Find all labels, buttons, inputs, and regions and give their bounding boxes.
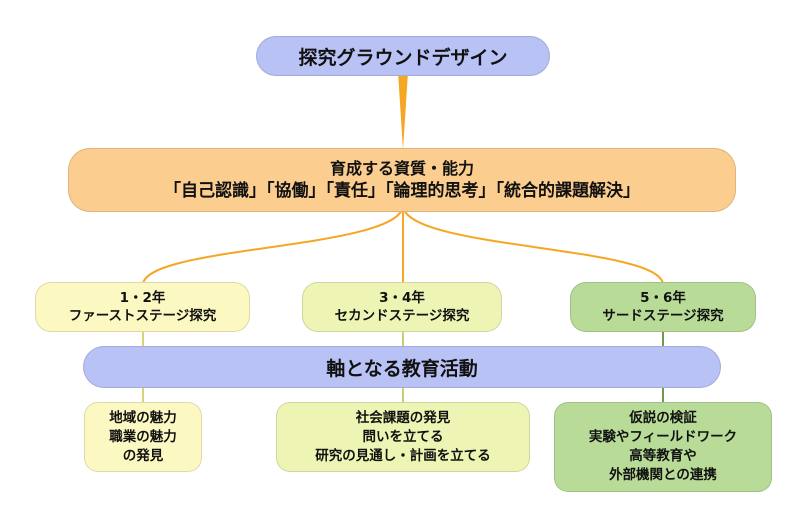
connector-stage-3 <box>402 204 664 286</box>
connector-stage-1 <box>142 204 404 286</box>
activity-line: 高等教育や <box>629 448 697 464</box>
activity-node-3: 仮説の検証 実験やフィールドワーク 高等教育や 外部機関との連携 <box>554 402 772 492</box>
activity-line: 職業の魅力 <box>109 428 177 445</box>
competencies-list: 「自己認識」「協働」「責任」「論理的思考」「統合的課題解決」 <box>164 181 640 201</box>
stage-name: サードステージ探究 <box>602 308 724 324</box>
stage-node-3: 5・6年 サードステージ探究 <box>570 282 756 332</box>
root-node: 探究グラウンドデザイン <box>256 36 550 76</box>
activity-line: 社会課題の発見 <box>355 409 451 426</box>
competencies-node: 育成する資質・能力 「自己認識」「協働」「責任」「論理的思考」「統合的課題解決」 <box>68 148 736 212</box>
activity-node-2: 社会課題の発見 問いを立てる 研究の見通し・計画を立てる <box>276 402 530 472</box>
root-label: 探究グラウンドデザイン <box>298 46 508 69</box>
core-label: 軸となる教育活動 <box>326 357 478 380</box>
competencies-title: 育成する資質・能力 <box>329 159 474 178</box>
stage-node-2: 3・4年 セカンドステージ探究 <box>302 282 502 332</box>
core-activities-node: 軸となる教育活動 <box>83 346 721 388</box>
activity-line: 外部機関との連携 <box>609 467 717 483</box>
activity-line: 研究の見通し・計画を立てる <box>315 447 491 464</box>
root-connector <box>398 72 408 150</box>
stage-name: セカンドステージ探究 <box>334 308 470 324</box>
activity-line: 仮説の検証 <box>629 410 697 426</box>
activity-line: 問いを立てる <box>362 428 444 445</box>
activity-line: の発見 <box>122 447 164 464</box>
stage-grade: 1・2年 <box>119 290 166 306</box>
stage-grade: 5・6年 <box>640 290 686 306</box>
activity-line: 実験やフィールドワーク <box>588 429 738 445</box>
stage-name: ファーストステージ探究 <box>68 308 217 324</box>
activity-node-1: 地域の魅力 職業の魅力 の発見 <box>84 402 202 472</box>
stage-grade: 3・4年 <box>379 290 425 306</box>
activity-line: 地域の魅力 <box>109 409 177 426</box>
stage-node-1: 1・2年 ファーストステージ探究 <box>35 282 250 332</box>
